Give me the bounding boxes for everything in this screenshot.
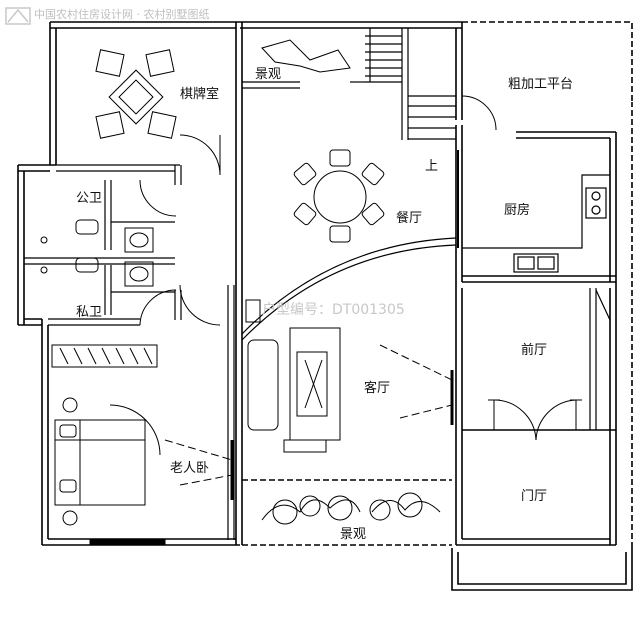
label-kitchen: 厨房	[504, 202, 530, 218]
dining-table	[293, 149, 385, 243]
watermark-top-text: 中国农村住房设计网 · 农村别墅图纸	[34, 7, 210, 21]
label-dining: 餐厅	[396, 210, 422, 226]
watermark-logo	[5, 7, 31, 25]
label-elder-bedroom: 老人卧	[170, 461, 209, 476]
landscape-plants	[261, 39, 441, 525]
label-living: 客厅	[364, 380, 390, 396]
label-private-wc: 私卫	[76, 305, 102, 320]
label-landscape-top: 景观	[255, 67, 281, 82]
label-prep-platform: 粗加工平台	[508, 77, 573, 92]
watermark-center-text: 户型编号：DT001305	[262, 301, 405, 318]
label-up-stairs: 上	[425, 159, 438, 174]
plan-lines	[17, 21, 633, 591]
label-entrance-hall: 门厅	[521, 489, 547, 504]
bedroom-furniture	[51, 344, 166, 545]
label-chess-room: 棋牌室	[180, 86, 219, 102]
partitions	[24, 28, 611, 540]
chess-table	[95, 49, 177, 139]
doors	[139, 95, 582, 500]
label-front-hall: 前厅	[521, 342, 547, 358]
room-labels: 棋牌室 景观 粗加工平台 公卫 餐厅 厨房 上 私卫 前厅 客厅 老人卧 门厅 …	[76, 67, 573, 542]
label-public-wc: 公卫	[76, 191, 102, 206]
outer-walls	[17, 21, 633, 591]
wc-fixtures	[40, 219, 154, 287]
sofa-set	[245, 299, 341, 453]
label-landscape-bottom: 景观	[340, 527, 366, 542]
